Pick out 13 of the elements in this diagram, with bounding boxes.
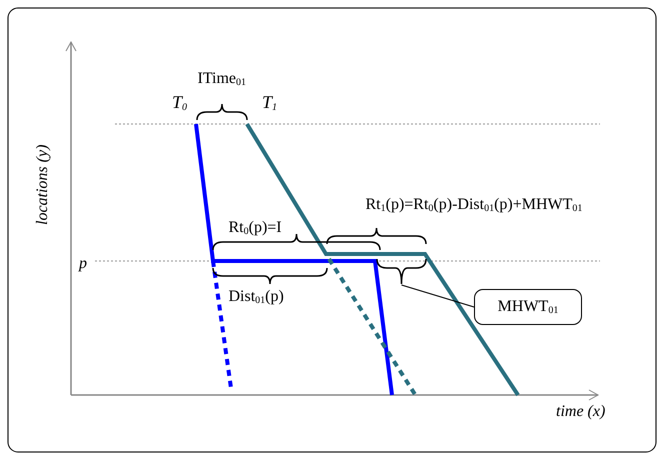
brace-label: Rt$_{1}$(p)=Rt$_{0}$(p)-Dist$_{01}$(p)+MHWT$_{01}$ (366, 197, 582, 214)
axis-title: locations (y) (35, 144, 51, 225)
brace-label: Rt$_{0}$(p)=I (228, 220, 282, 237)
trip-label: T$_{0}$ (172, 93, 188, 113)
brace-label: Dist$_{01}$(p) (228, 289, 284, 306)
callout-text: MHWT$_{01}$ (498, 298, 558, 316)
brace-label: ITime$_{01}$ (198, 71, 246, 88)
trip-label: T$_{1}$ (262, 93, 278, 113)
axis-title: time (x) (556, 404, 606, 420)
axis-tick-label: p (79, 256, 87, 272)
leader-line (401, 284, 474, 308)
callout-box (474, 289, 582, 325)
curly-brace (376, 258, 427, 285)
